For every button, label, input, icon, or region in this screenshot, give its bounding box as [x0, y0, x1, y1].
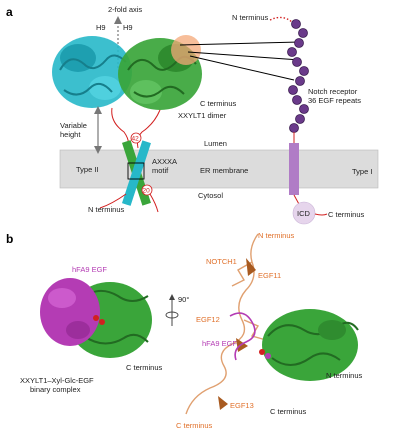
- n-terminus-bottom-label: N terminus: [88, 205, 125, 214]
- c-terminus-tail: [149, 193, 159, 213]
- type-i-label: Type I: [352, 167, 372, 176]
- green-c-terminus-label-b: C terminus: [270, 407, 307, 416]
- er-membrane-band: [59, 149, 379, 189]
- egf11-strand: [246, 258, 256, 276]
- xxylt1-n-terminus-label: N terminus: [326, 371, 363, 380]
- green-c-terminus-label: C terminus: [200, 99, 237, 108]
- egf-repeats-label: 36 EGF repeats: [308, 96, 361, 105]
- hfa9-egf-ribbon: [229, 312, 256, 361]
- notch1-label: NOTCH1: [206, 257, 237, 266]
- h9-right-label: H9: [123, 23, 133, 32]
- variable-label: Variable: [60, 121, 87, 130]
- dimer-label: XXYLT1 dimer: [178, 111, 227, 120]
- icd-c-terminus-label: C terminus: [328, 210, 365, 219]
- link-line-3: [189, 55, 295, 81]
- motif-label: motif: [152, 166, 169, 175]
- h9-left-label: H9: [96, 23, 106, 32]
- substrate-highlight: [171, 35, 201, 65]
- notch-n-terminus-label: N terminus: [232, 13, 269, 22]
- cytosol-label: Cytosol: [198, 191, 223, 200]
- complex-name-line1: XXYLT1–Xyl-Glc-EGF: [20, 376, 94, 385]
- variable-height-arrowhead-up: [94, 106, 102, 114]
- panel-a-label: a: [6, 5, 13, 19]
- icd-domain: [292, 201, 316, 225]
- hfa9-egf-right-label: hFA9 EGF: [202, 339, 237, 348]
- complex-name-line2: binary complex: [30, 385, 81, 394]
- residue-42-marker: [130, 132, 142, 144]
- xxylt1-ribbon-view: [259, 309, 359, 381]
- twofold-axis-label: 2-fold axis: [108, 5, 142, 14]
- complex-surface-view: [40, 278, 152, 358]
- egf12-label: EGF12: [196, 315, 220, 324]
- hfa9-egf-left-label: hFA9 EGF: [72, 265, 107, 274]
- egf13-label: EGF13: [230, 401, 254, 410]
- xxylt1-cyan-monomer: [52, 36, 132, 108]
- type-ii-label: Type II: [76, 165, 99, 174]
- rotation-symbol: [165, 294, 179, 326]
- notch-receptor-label: Notch receptor: [308, 87, 358, 96]
- lumen-label: Lumen: [204, 139, 227, 148]
- green-stalk: [137, 109, 161, 149]
- residue-20-marker: [141, 184, 153, 196]
- residue-20-label: 20: [143, 188, 151, 195]
- n-terminus-tail: [99, 193, 127, 209]
- egf11-label: EGF11: [258, 271, 281, 280]
- residue-42-label: 42: [132, 136, 140, 143]
- type-i-tm-helix: [289, 143, 299, 195]
- link-line-1: [179, 41, 301, 46]
- icd-label: ICD: [297, 209, 311, 218]
- rotation-label: 90°: [178, 295, 189, 304]
- n-terminus-dotted-line: [269, 16, 293, 23]
- twofold-axis-arrowhead: [114, 16, 122, 24]
- axxxa-label: AXXXA: [152, 157, 177, 166]
- icd-tail: [314, 213, 328, 216]
- notch1-n-terminus-label: N terminus: [258, 231, 295, 240]
- er-membrane-label: ER membrane: [200, 166, 248, 175]
- axxxa-motif-box: [127, 162, 145, 180]
- orange-c-terminus-label: C terminus: [176, 421, 213, 430]
- panel-b-label: b: [6, 232, 13, 246]
- height-label: height: [60, 130, 81, 139]
- egf-repeat-chain: [287, 19, 309, 133]
- complex-c-terminus-label: C terminus: [126, 363, 163, 372]
- link-line-2: [187, 51, 301, 61]
- egf13-strand: [218, 396, 228, 410]
- variable-height-arrowhead-down: [94, 146, 102, 154]
